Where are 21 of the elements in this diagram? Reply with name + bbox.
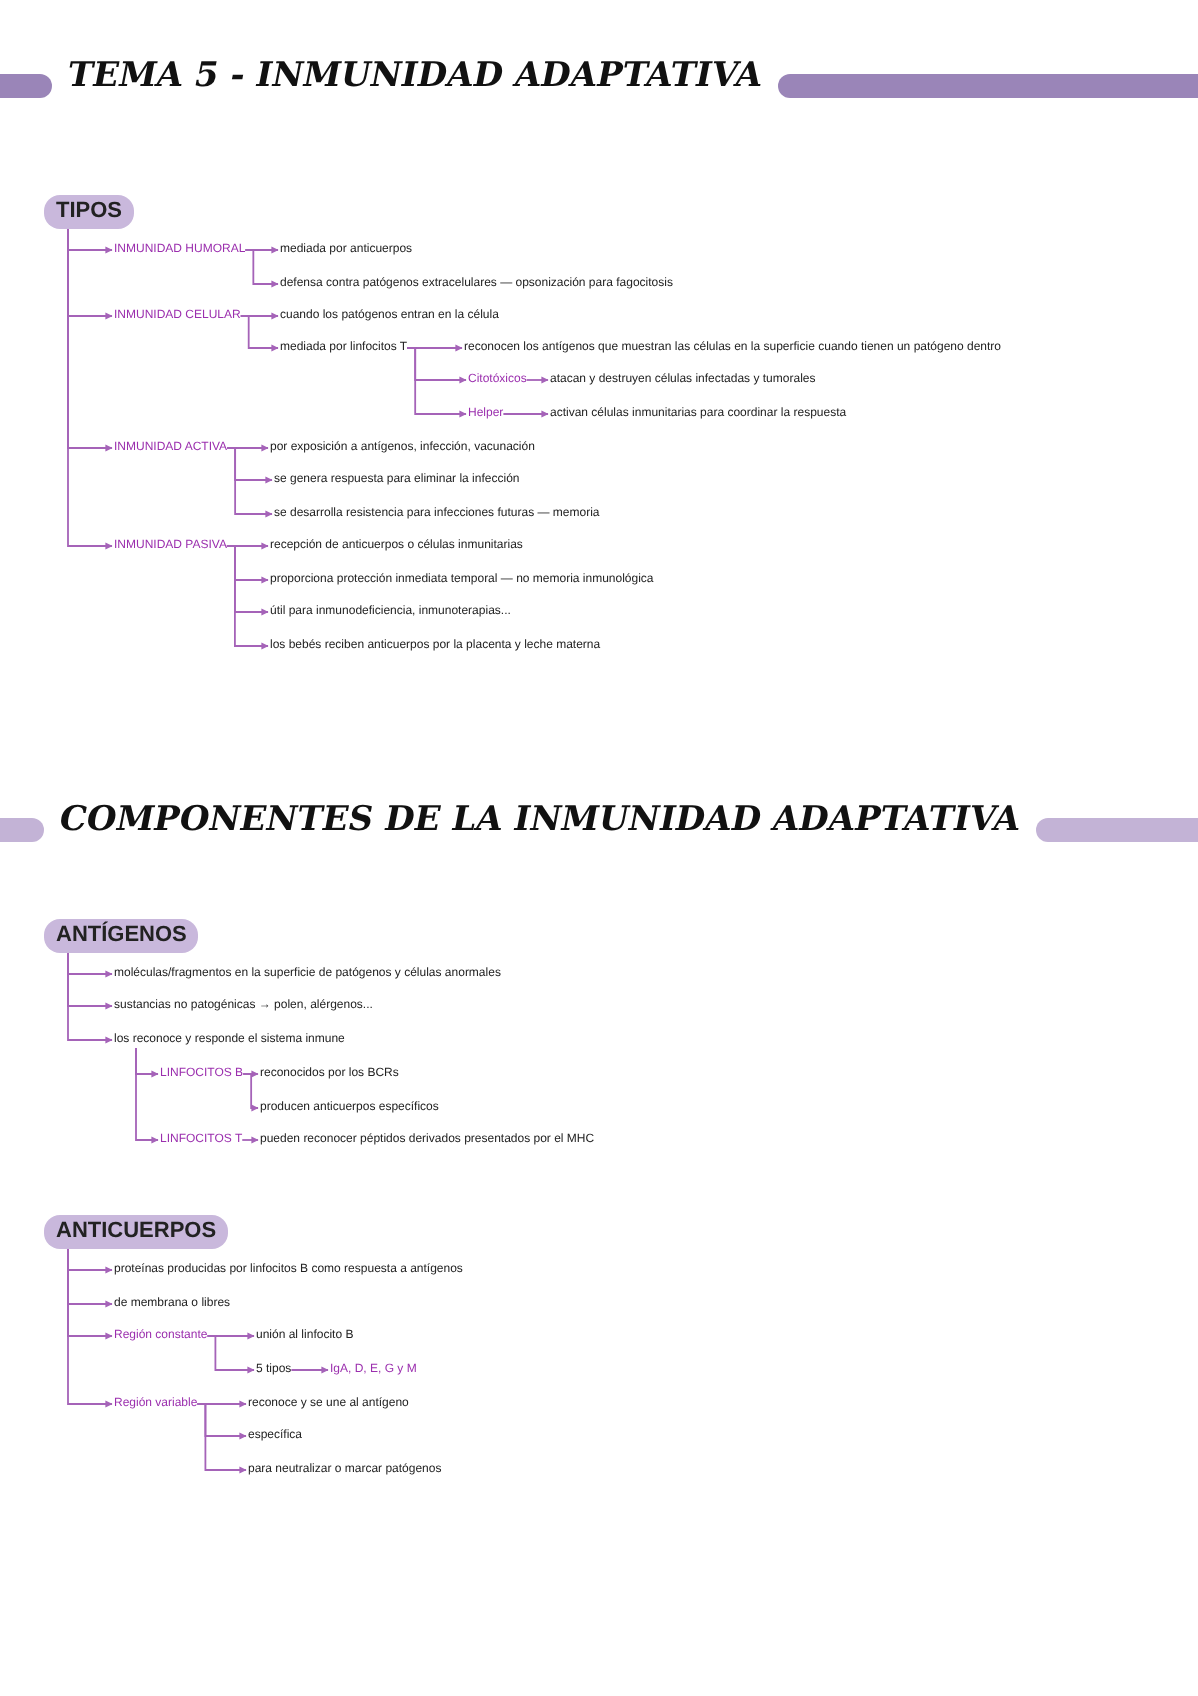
arrow: [196, 1403, 247, 1474]
arrow: [241, 1136, 259, 1144]
arrow: [67, 1248, 113, 1408]
arrow: [290, 1366, 329, 1374]
arrow: [406, 347, 467, 418]
arrow: [226, 545, 269, 650]
arrow: [525, 376, 549, 384]
topic-pill: ANTÍGENOS: [44, 919, 199, 953]
arrow: [502, 410, 549, 418]
page-title: TEMA 5 - INMUNIDAD ADAPTATIVA: [68, 56, 763, 96]
arrow: [226, 447, 273, 518]
arrow: [135, 1047, 159, 1144]
topic-pill: ANTICUERPOS: [44, 1215, 229, 1249]
arrow: [239, 315, 279, 352]
topic-pill: TIPOS: [44, 195, 135, 229]
arrow: [244, 249, 279, 288]
arrow: [67, 228, 113, 550]
section-heading: COMPONENTES DE LA INMUNIDAD ADAPTATIVA: [60, 800, 1021, 840]
arrow: [67, 952, 113, 1044]
arrow: [206, 1335, 255, 1374]
arrow: [242, 1073, 259, 1112]
